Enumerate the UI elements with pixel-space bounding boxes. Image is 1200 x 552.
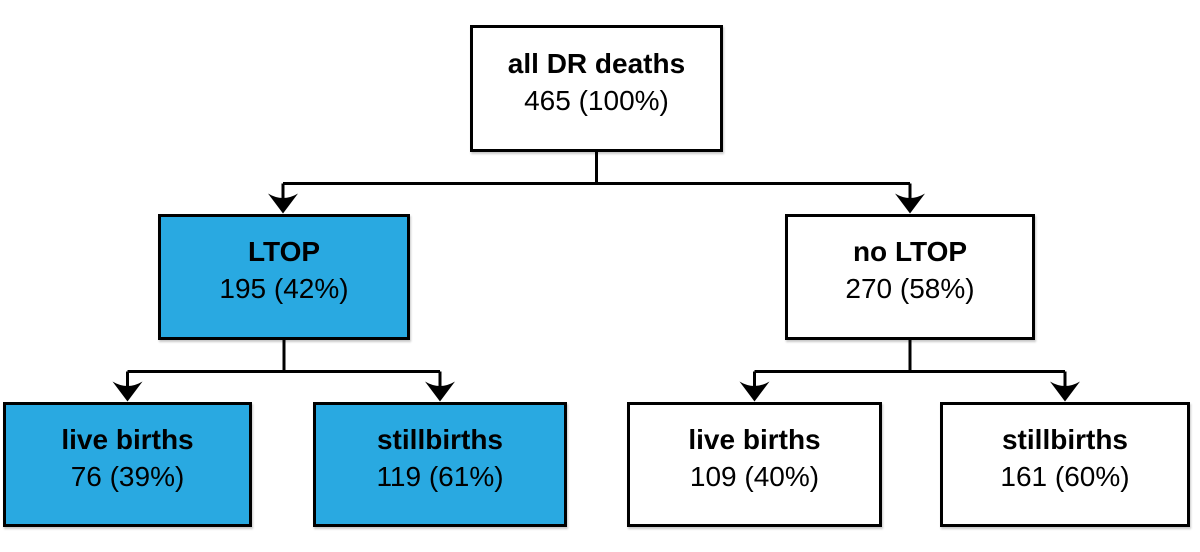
node-label: no LTOP bbox=[852, 236, 968, 267]
node-value: 195 (42%) bbox=[219, 273, 349, 304]
node-ltop-stillbirths: stillbirths 119 (61%) bbox=[313, 402, 567, 527]
node-value: 109 (40%) bbox=[689, 460, 820, 492]
arrow-down-icon bbox=[425, 381, 455, 402]
node-ltop-live-births: live births 76 (39%) bbox=[3, 402, 252, 527]
node-label: live births bbox=[61, 423, 194, 455]
node-no-ltop-live-births: live births 109 (40%) bbox=[627, 402, 882, 527]
node-value: 270 (58%) bbox=[845, 273, 975, 304]
node-no-ltop-stillbirths: stillbirths 161 (60%) bbox=[940, 402, 1190, 527]
connector-root-branch bbox=[281, 152, 912, 200]
node-value: 161 (60%) bbox=[1000, 460, 1130, 492]
arrow-down-icon bbox=[1050, 381, 1080, 402]
node-ltop: LTOP 195 (42%) bbox=[158, 214, 410, 340]
arrow-down-icon bbox=[739, 381, 770, 402]
node-label: live births bbox=[688, 423, 821, 455]
arrow-down-icon bbox=[268, 193, 298, 214]
node-label: stillbirths bbox=[1001, 423, 1128, 455]
arrow-down-icon bbox=[895, 193, 925, 214]
node-value: 119 (61%) bbox=[376, 460, 504, 492]
connector-no-ltop-branch bbox=[753, 339, 1067, 388]
node-label: LTOP bbox=[247, 236, 321, 267]
node-value: 76 (39%) bbox=[70, 460, 185, 492]
connector-ltop-branch bbox=[126, 339, 442, 388]
node-all-dr-deaths: all DR deaths 465 (100%) bbox=[470, 25, 723, 152]
node-value: 465 (100%) bbox=[524, 84, 669, 116]
node-label: all DR deaths bbox=[507, 47, 686, 79]
node-label: stillbirths bbox=[376, 423, 503, 455]
node-no-ltop: no LTOP 270 (58%) bbox=[785, 214, 1035, 340]
arrow-down-icon bbox=[112, 381, 143, 402]
